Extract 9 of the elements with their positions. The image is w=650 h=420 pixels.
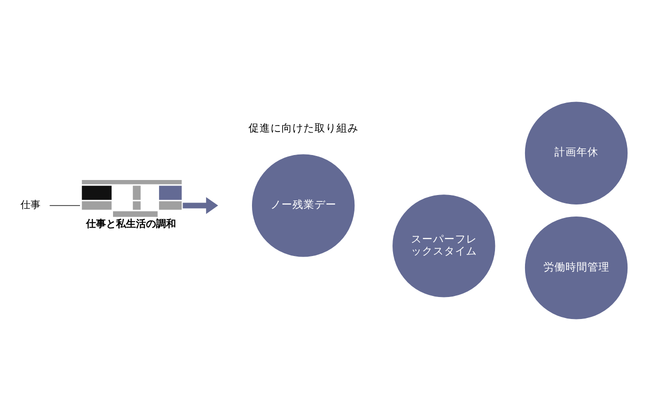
node-text: 仕事	[20, 200, 41, 211]
node-circle: ノー残業デー	[252, 154, 355, 256]
node-circle: 計画年休	[524, 101, 628, 204]
arrow	[182, 196, 218, 214]
connector	[49, 204, 80, 206]
node-label: 仕事と私生活の調和	[86, 218, 176, 230]
label: 促進に向けた取り組み	[248, 121, 358, 134]
node-circle: 労働時間管理	[524, 216, 628, 319]
node-circle: スーパーフレックスタイム	[392, 194, 496, 297]
